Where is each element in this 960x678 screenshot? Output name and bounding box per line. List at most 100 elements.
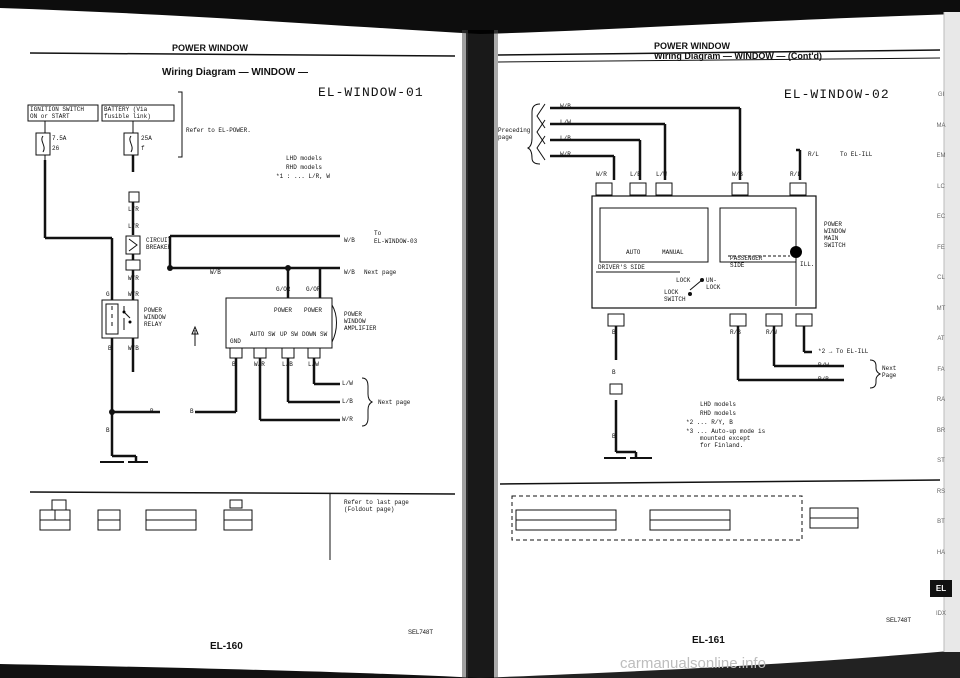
pin-label-rl: R/L [790, 171, 801, 178]
right-note-lhd: LHD models [700, 401, 737, 408]
pin-label-lb: L/B [630, 171, 641, 178]
ill-label: ILL. [800, 261, 815, 268]
right-to-el-ill[interactable]: To EL-ILL [840, 151, 873, 158]
circuit-breaker-label: CIRCUIT [146, 237, 172, 244]
preceding-wb: W/B [560, 103, 571, 110]
section-tab-fa[interactable]: FA [937, 366, 945, 373]
amp-label-2: WINDOW [344, 318, 366, 325]
amp-auto-sw: AUTO SW [250, 331, 276, 338]
pw-main-switch-label-2: WINDOW [824, 228, 846, 235]
unlock-label-2: LOCK [706, 284, 721, 291]
power-window-relay-label-2: WINDOW [144, 314, 166, 321]
section-tab-ma[interactable]: MA [936, 122, 946, 129]
wire-label-b-amp: B [232, 361, 236, 368]
right-diagram-id: EL-WINDOW-02 [784, 87, 890, 102]
watermark: carmanualsonline.info [620, 655, 766, 672]
ignition-switch-state: ON or START [30, 113, 70, 120]
wire-label-lr-2: L/R [128, 223, 139, 230]
section-tab-gi[interactable]: GI [937, 92, 945, 98]
ignition-switch-label: IGNITION SWITCH [30, 106, 85, 113]
wire-label-lw-out: L/W [342, 380, 353, 387]
section-tab-em[interactable]: EM [936, 153, 946, 159]
left-diagram-id: EL-WINDOW-01 [318, 85, 424, 100]
pw-main-switch-label-3: MAIN [824, 235, 839, 242]
amp-label-1: POWER [344, 311, 363, 318]
section-tab-mt[interactable]: MT [936, 305, 946, 312]
fuse-number-26: 26 [52, 145, 60, 152]
left-page-subheader: Wiring Diagram — WINDOW — [162, 67, 309, 78]
lock-switch-label-2: SWITCH [664, 296, 686, 303]
next-page-right[interactable]: Next [882, 365, 897, 372]
section-tab-bt[interactable]: BT [937, 519, 945, 525]
pin-label-lw: L/W [656, 171, 667, 178]
battery-label-sub: fusible link) [104, 113, 151, 120]
battery-label: BATTERY (Via [104, 106, 148, 113]
wire-label-wr-amp: W/R [254, 361, 265, 368]
wire-label-gor-1: G/OR [276, 286, 291, 293]
wire-label-wr-left-2: W/R [128, 291, 139, 298]
next-page-right-2[interactable]: Page [882, 372, 897, 379]
right-note-star3: *3 ... Auto-up mode is [686, 428, 766, 435]
preceding-lw: L/W [560, 119, 571, 126]
switch-manual: MANUAL [662, 249, 684, 256]
left-page-number: EL-160 [210, 641, 243, 652]
pw-main-switch-label-1: POWER [824, 221, 843, 228]
pin-label-rw-bottom: R/W [766, 329, 777, 336]
note-star-1: *1 : ... L/R, W [276, 173, 331, 180]
wire-label-gor-2: G/OR [306, 286, 321, 293]
wire-label-wr-out: W/R [342, 416, 353, 423]
amp-gnd: GND [230, 338, 241, 345]
refer-foldout-page: (Foldout page) [344, 506, 395, 513]
wire-label-wb-mid: W/B [210, 269, 221, 276]
pin-label-wr: W/R [596, 171, 607, 178]
power-window-relay-label: POWER [144, 307, 163, 314]
right-page-number: EL-161 [692, 635, 725, 646]
unlock-label: UN- [706, 277, 717, 284]
wire-label-g: G [106, 291, 110, 298]
circuit-breaker-label-2: BREAKER [146, 244, 172, 251]
power-window-relay-label-3: RELAY [144, 321, 163, 328]
section-tab-lc[interactable]: LC [937, 183, 945, 190]
section-tab-ra[interactable]: RA [936, 397, 946, 403]
amp-power-l: POWER [274, 307, 293, 314]
fuse-rating-25a: 25A [141, 135, 152, 142]
section-tab-fe[interactable]: FE [937, 244, 945, 251]
section-tab-ha[interactable]: HA [936, 549, 946, 556]
wire-label-rb-out: R/B [818, 376, 829, 383]
lock-switch-label: LOCK [664, 289, 679, 296]
section-tab-idx[interactable]: IDX [935, 610, 946, 617]
left-page-header: POWER WINDOW [172, 43, 248, 53]
fuse-letter-f: f [141, 145, 145, 152]
switch-auto: AUTO [626, 249, 641, 256]
wire-label-wr-left: W/R [128, 275, 139, 282]
next-page-link-1[interactable]: Next page [364, 269, 397, 276]
section-tab-rs[interactable]: RS [936, 488, 946, 495]
section-tab-br[interactable]: BR [936, 427, 946, 434]
wire-label-b-relay: B [108, 345, 112, 352]
next-page-link-2[interactable]: Next page [378, 399, 411, 406]
star2-to-el-ill[interactable]: *2 → To EL-ILL [818, 348, 869, 355]
section-tab-at[interactable]: AT [937, 336, 945, 342]
section-tab-cl[interactable]: CL [937, 275, 945, 281]
section-tab-ec[interactable]: EC [936, 214, 946, 220]
wire-label-b-ground: B [150, 408, 154, 415]
fuse-rating-7-5a: 7.5A [52, 135, 67, 142]
right-note-star3-3: for Finland. [700, 442, 744, 449]
passenger-side-label: PASSENGER [730, 255, 763, 262]
drivers-side-label: DRIVER'S SIDE [598, 264, 645, 271]
section-tab-st[interactable]: ST [937, 458, 945, 464]
left-figure-code: SEL748T [408, 630, 434, 636]
wire-label-b-ground-2: B [190, 408, 194, 415]
right-note-rhd: RHD models [700, 410, 737, 417]
wire-label-wb-next: W/B [344, 269, 355, 276]
right-figure-code: SEL748T [886, 618, 912, 624]
to-el-window-03: EL-WINDOW-03 [374, 238, 418, 245]
wire-label-wb-top: W/B [344, 237, 355, 244]
pin-label-wb: W/B [732, 171, 743, 178]
section-tab-el[interactable]: EL [930, 580, 952, 597]
wire-label-rw-out: R/W [818, 362, 829, 369]
amp-power-r: POWER [304, 307, 323, 314]
wire-label-lb-out: L/B [342, 398, 353, 405]
